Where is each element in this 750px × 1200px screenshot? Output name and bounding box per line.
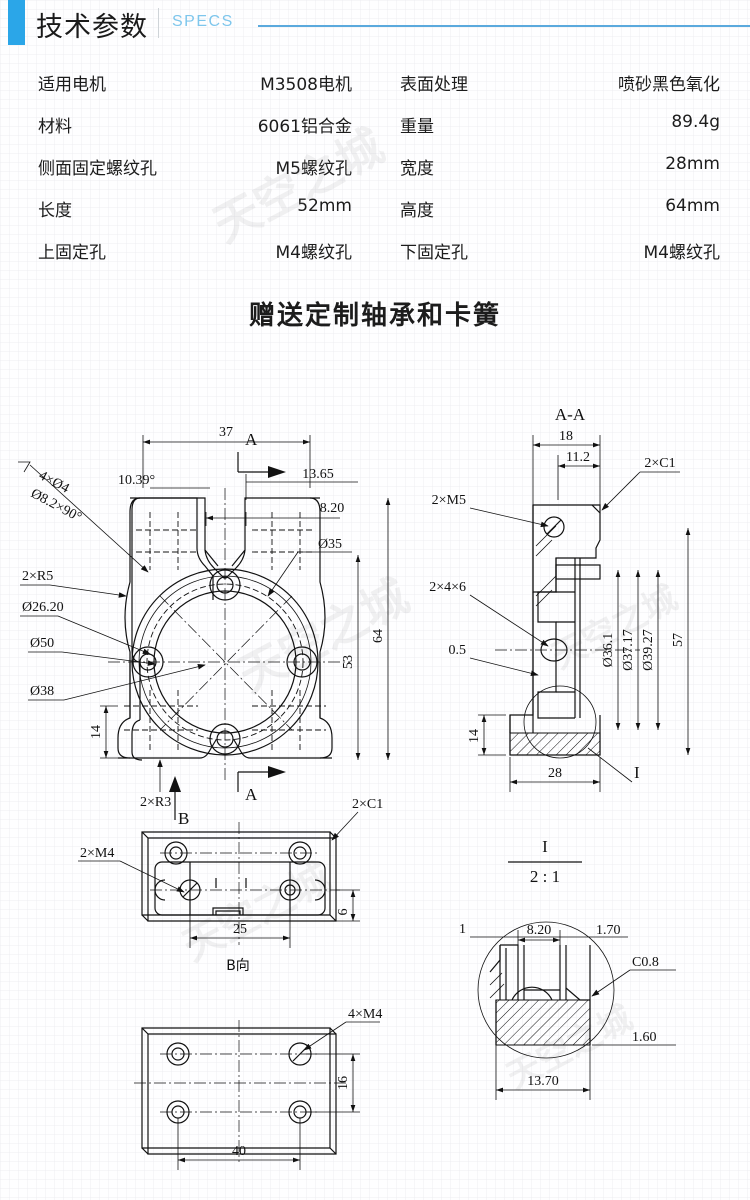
spec-value: 52mm <box>297 196 352 216</box>
header-rule <box>258 25 750 27</box>
section-title-aa: A-A <box>555 405 586 424</box>
gift-heading: 赠送定制轴承和卡簧 <box>248 301 501 331</box>
detail-title: I <box>542 837 548 856</box>
spec-value: 89.4g <box>671 112 720 132</box>
dim-26-20: Ø26.20 <box>22 600 64 615</box>
dim-4xm4: 4×M4 <box>348 1007 382 1022</box>
dim-40: 40 <box>232 1144 246 1159</box>
view-mark-b: B <box>178 809 189 828</box>
table-row: 长度 52mm 高度 64mm <box>0 188 750 230</box>
dim-11-2: 11.2 <box>566 450 590 465</box>
spec-label: 表面处理 <box>400 75 468 95</box>
dim-6: 6 <box>336 909 351 916</box>
dim-18: 18 <box>559 429 573 444</box>
dim-2xm4: 2×M4 <box>80 846 114 861</box>
spec-label: 长度 <box>38 201 72 221</box>
dim-1-detail: 1 <box>459 922 466 937</box>
dim-0-5: 0.5 <box>449 643 467 658</box>
dim-50: Ø50 <box>30 636 54 651</box>
spec-label: 宽度 <box>400 159 434 179</box>
spec-value: M3508电机 <box>260 75 352 95</box>
dim-8-20: 8.20 <box>320 501 345 516</box>
dim-1-60: 1.60 <box>632 1030 657 1045</box>
dim-28: 28 <box>548 766 562 781</box>
spec-value: M5螺纹孔 <box>275 159 352 179</box>
dim-13-70: 13.70 <box>527 1074 559 1089</box>
dim-angle: 10.39° <box>118 473 155 488</box>
spec-label: 高度 <box>400 201 434 221</box>
dim-57: 57 <box>671 633 686 647</box>
dim-14-aa: 14 <box>467 729 482 743</box>
spec-value: M4螺纹孔 <box>275 243 352 263</box>
spec-label: 适用电机 <box>38 75 106 95</box>
top-view: 2×C1 2×M4 25 6 B向 <box>78 797 383 974</box>
title-divider <box>158 8 159 38</box>
detail-circle-i <box>523 685 597 759</box>
view-title-b: B向 <box>226 958 250 974</box>
dim-2x4x6: 2×4×6 <box>429 580 466 595</box>
dim-38: Ø38 <box>30 684 54 699</box>
spec-value: 28mm <box>665 154 720 174</box>
dim-bore-35: Ø35 <box>318 537 342 552</box>
front-view: 37 A <box>18 425 391 828</box>
page-header: 技术参数 SPECS <box>0 0 750 52</box>
dim-2xc1-aa: 2×C1 <box>644 456 675 471</box>
table-row: 上固定孔 M4螺纹孔 下固定孔 M4螺纹孔 <box>0 230 750 272</box>
dim-64: 64 <box>371 629 386 643</box>
section-mark-a-bottom: A <box>245 785 258 804</box>
detail-boundary-circle <box>477 921 615 1059</box>
dim-c0-8: C0.8 <box>632 955 659 970</box>
spec-label: 侧面固定螺纹孔 <box>38 159 157 179</box>
section-view-aa: A-A 18 11.2 <box>429 405 691 792</box>
table-row: 材料 6061铝合金 重量 89.4g <box>0 104 750 146</box>
spec-label: 材料 <box>38 117 72 137</box>
drawing-canvas: .sl{stroke:#111;fill:none;stroke-width:1… <box>18 405 691 1170</box>
spec-table: 适用电机 M3508电机 表面处理 喷砂黑色氧化 材料 6061铝合金 重量 8… <box>0 62 750 272</box>
spec-label: 下固定孔 <box>400 243 468 263</box>
detail-scale: 2 : 1 <box>530 867 560 886</box>
dim-37-17: Ø37.17 <box>621 629 636 671</box>
dim-14: 14 <box>89 725 104 739</box>
dim-1-70: 1.70 <box>596 923 621 938</box>
bottom-view: 4×M4 16 40 <box>134 1007 382 1170</box>
page-title: 技术参数 <box>36 12 148 43</box>
spec-value: M4螺纹孔 <box>643 243 720 263</box>
dim-2xc1-top: 2×C1 <box>352 797 383 812</box>
spec-label: 重量 <box>400 117 434 137</box>
dim-r3: 2×R3 <box>140 795 171 810</box>
spec-value: 6061铝合金 <box>257 117 352 137</box>
dim-39-27: Ø39.27 <box>641 629 656 671</box>
detail-view-i: I 2 : 1 1 8.20 1.70 C0.8 1.60 <box>459 837 676 1100</box>
spec-label: 上固定孔 <box>38 243 106 263</box>
section-mark-a-top: A <box>245 430 258 449</box>
dim-2xm5: 2×M5 <box>432 493 466 508</box>
detail-mark-i: I <box>634 763 640 782</box>
spec-value: 64mm <box>665 196 720 216</box>
dim-37: 37 <box>219 425 233 440</box>
dim-16: 16 <box>336 1076 351 1090</box>
technical-drawing: .sl{stroke:#111;fill:none;stroke-width:1… <box>0 400 750 1200</box>
dim-r5: 2×R5 <box>22 569 53 584</box>
dim-25: 25 <box>233 922 247 937</box>
dim-53: 53 <box>341 655 356 669</box>
spec-value: 喷砂黑色氧化 <box>618 75 720 95</box>
table-row: 适用电机 M3508电机 表面处理 喷砂黑色氧化 <box>0 62 750 104</box>
dim-8-20-detail: 8.20 <box>527 923 552 938</box>
dim-13-65: 13.65 <box>302 467 334 482</box>
header-accent-bar <box>8 0 25 45</box>
dim-36-1: Ø36.1 <box>601 633 616 668</box>
page-subtitle: SPECS <box>172 13 234 30</box>
table-row: 侧面固定螺纹孔 M5螺纹孔 宽度 28mm <box>0 146 750 188</box>
